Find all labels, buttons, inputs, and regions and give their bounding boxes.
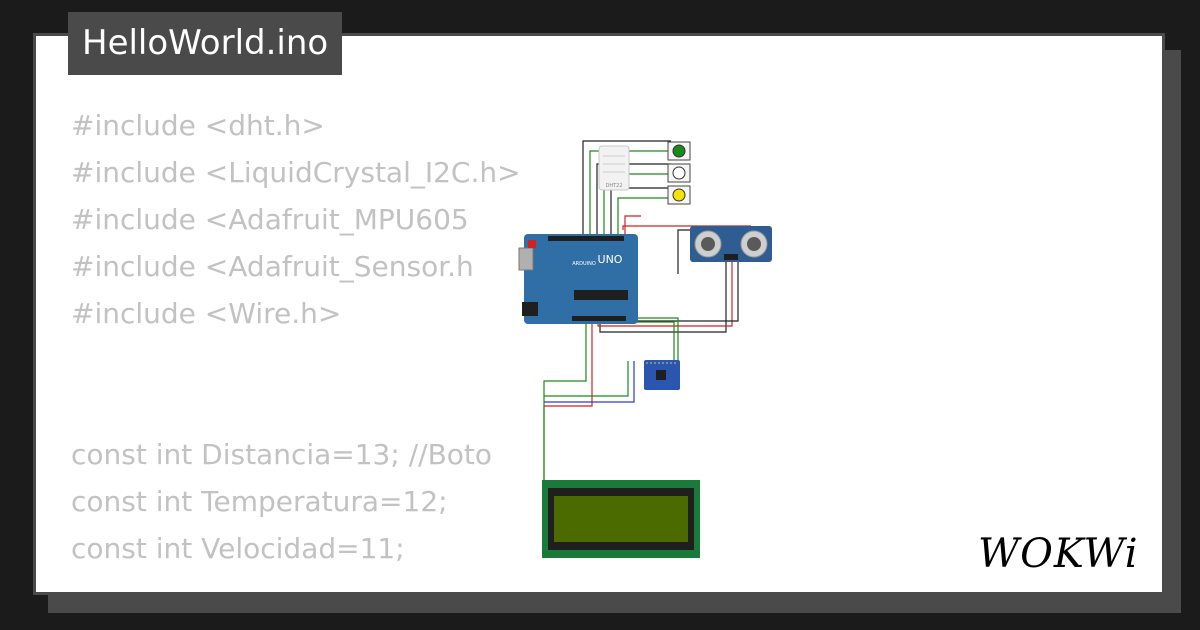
yellow-button	[672, 188, 686, 202]
board-label: UNO	[598, 253, 623, 266]
wire-black	[610, 187, 671, 236]
wire-green	[617, 197, 671, 236]
preview-card[interactable]: #include <dht.h> #include <LiquidCrystal…	[33, 33, 1165, 595]
code-line: #include <Adafruit_Sensor.h	[71, 250, 474, 283]
code-preview: #include <dht.h> #include <LiquidCrystal…	[71, 102, 791, 592]
wire-green	[543, 318, 587, 486]
wokwi-logo: WOKWi	[978, 531, 1139, 577]
logo-text: WOKWi	[978, 531, 1139, 577]
green-button	[672, 144, 686, 158]
white-button	[672, 166, 686, 180]
code-line: const int Temperatura=12;	[71, 485, 448, 518]
board-brand: ARDUINO	[572, 261, 596, 267]
code-line: const int Distancia=13; //Boto	[71, 438, 493, 471]
wire-black	[582, 140, 671, 236]
mpu6050-module	[644, 360, 680, 390]
dht22-sensor: DHT22	[598, 145, 630, 191]
code-line: #include <LiquidCrystal_I2C.h>	[71, 156, 521, 189]
code-line: #include <dht.h>	[71, 109, 325, 142]
lcd-display	[542, 480, 700, 558]
wire-green	[589, 150, 671, 236]
wire-green	[606, 317, 679, 360]
wire-red	[624, 215, 641, 236]
sensor-label: DHT22	[605, 183, 622, 189]
circuit-diagram: DHT22 UNO	[518, 140, 772, 558]
arduino-board: UNO ARDUINO	[518, 234, 638, 324]
wire-black	[596, 163, 671, 236]
ultrasonic-sensor	[690, 226, 772, 262]
wire-blue	[544, 361, 635, 403]
code-line: #include <Wire.h>	[71, 297, 342, 330]
project-title: HelloWorld.ino	[68, 12, 343, 75]
wire-green	[606, 321, 675, 360]
push-buttons	[667, 141, 691, 205]
wire-green	[544, 361, 629, 397]
code-line: #include <Adafruit_MPU605	[71, 203, 469, 236]
wire-red	[543, 318, 593, 492]
code-line: const int Velocidad=11;	[71, 532, 405, 565]
